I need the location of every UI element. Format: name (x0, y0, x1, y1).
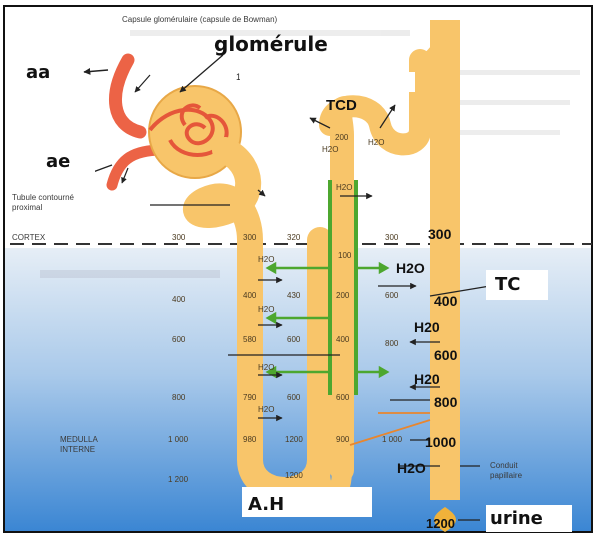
desc-limb-value: 980 (243, 435, 257, 444)
h2o-collector-label: H20 (414, 371, 440, 387)
collector-value: 300 (428, 226, 452, 242)
asc-limb-value: 200 (336, 291, 350, 300)
interstitial-value: 1200 (285, 435, 303, 444)
medulla-label-line1: MEDULLA (60, 435, 98, 444)
interstitial-value: 320 (287, 233, 301, 242)
interstitial-value: 600 (287, 393, 301, 402)
h2o-tcd-right: H2O (368, 138, 384, 147)
collector-value: 800 (434, 394, 458, 410)
collector-value: 1000 (425, 434, 456, 450)
outer-value: 300 (385, 233, 399, 242)
interstitial-value: 430 (287, 291, 301, 300)
medulla-label-line2: INTERNE (60, 445, 95, 454)
tc-label: TC (495, 274, 521, 295)
asc-limb-value: 600 (336, 393, 350, 402)
glomerule-label: glomérule (214, 32, 328, 56)
h2o-desc-label: H2O (258, 305, 274, 314)
desc-limb-value: 580 (243, 335, 257, 344)
scale-left-value: 300 (172, 233, 186, 242)
tcd-label: TCD (326, 97, 357, 114)
desc-limb-value: 400 (243, 291, 257, 300)
outer-value: 800 (385, 339, 399, 348)
cortex-label: CORTEX (12, 233, 46, 242)
canal-label-line1: Conduit (490, 461, 518, 470)
h2o-collector-label: H2O (397, 460, 426, 476)
canal-label-line2: papillaire (490, 471, 523, 480)
desc-limb-value: 790 (243, 393, 257, 402)
scale-left-value: 400 (172, 295, 186, 304)
bowman-caption: Capsule glomérulaire (capsule de Bowman) (122, 15, 278, 24)
asc-limb-value: 900 (336, 435, 350, 444)
urine-label: urine (490, 508, 543, 529)
h2o-desc-label: H2O (258, 255, 274, 264)
scale-left-value: 800 (172, 393, 186, 402)
outer-value: 1 000 (382, 435, 403, 444)
ascending-limb (340, 108, 345, 470)
h2o-collector-label: H20 (414, 319, 440, 335)
asc-limb-value: 400 (336, 335, 350, 344)
blank-box (240, 72, 415, 92)
asc-limb-value: 100 (338, 251, 352, 260)
ae-label: ae (46, 151, 70, 172)
h2o-tcd-left: H2O (322, 145, 338, 154)
h2o-collector-label: H2O (396, 260, 425, 276)
scale-left-value: 1 000 (168, 435, 189, 444)
loop-bottom-value: 1200 (285, 471, 303, 480)
tubule-label-line1: Tubule contourné (12, 193, 75, 202)
desc-limb-value: 300 (243, 233, 257, 242)
aa-label: aa (26, 62, 50, 83)
interstitial-value: 600 (287, 335, 301, 344)
urine-value: 1200 (426, 516, 455, 531)
scale-left-value: 600 (172, 335, 186, 344)
collector-value: 600 (434, 347, 458, 363)
h2o-desc-label: H2O (258, 363, 274, 372)
ah-label: A.H (248, 494, 284, 515)
tubule-label-line2: proximal (12, 203, 42, 212)
tcd-value: 200 (335, 133, 349, 142)
h2o-desc-label: H2O (258, 405, 274, 414)
outer-value: 600 (385, 291, 399, 300)
h2o-tcd-below: H2O (336, 183, 352, 192)
scale-left-value: 1 200 (168, 475, 189, 484)
